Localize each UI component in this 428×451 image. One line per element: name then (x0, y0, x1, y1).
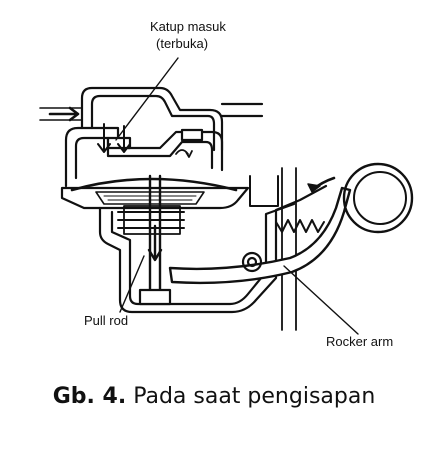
leader-inlet-valve (115, 57, 179, 141)
inlet-valve (106, 136, 132, 150)
pull-rod-label: Pull rod (84, 313, 129, 328)
inlet-valve-label-line1: Katup masuk (150, 19, 226, 34)
inlet-passage (39, 107, 83, 121)
pull-rod (148, 174, 162, 300)
mounting-flange (249, 175, 279, 207)
pump-upper-housing (80, 86, 224, 152)
inlet-valve-label-line2: (terbuka) (156, 36, 209, 51)
caption-number: Gb. 4. (52, 384, 127, 409)
cam-outer (342, 162, 414, 234)
return-spring (275, 219, 325, 233)
valve-chamber-inner (74, 136, 214, 180)
inlet-arrow (48, 106, 80, 122)
caption-text: Pada saat pengisapan (133, 384, 376, 409)
diaphragm (70, 177, 238, 192)
valve-flow-arrow (175, 149, 193, 158)
outlet-passage (220, 102, 264, 118)
inlet-valve-arrows (97, 123, 131, 153)
rocker-pivot (241, 251, 263, 273)
rocker-pivot-inner (246, 256, 258, 268)
pump-lower-body (98, 184, 328, 314)
pump-upper-housing-inner (90, 94, 216, 152)
rocker-arm-label: Rocker arm (326, 334, 394, 349)
cam-inner (353, 171, 407, 225)
pull-rod-arrow (147, 224, 163, 262)
figure-caption: Gb. 4. Pada saat pengisapan (0, 384, 428, 409)
cam-motion-arrowhead (307, 183, 321, 193)
leader-rocker-arm (283, 265, 359, 335)
engine-block-line (281, 167, 297, 331)
diaphragm-plate (95, 191, 205, 205)
outlet-valve (180, 128, 204, 142)
leader-pull-rod (119, 255, 145, 313)
diaphragm-housing (60, 186, 250, 210)
spring-seat (123, 205, 181, 235)
pump-lower-body-inner (110, 202, 296, 306)
pull-rod-end (138, 288, 172, 306)
